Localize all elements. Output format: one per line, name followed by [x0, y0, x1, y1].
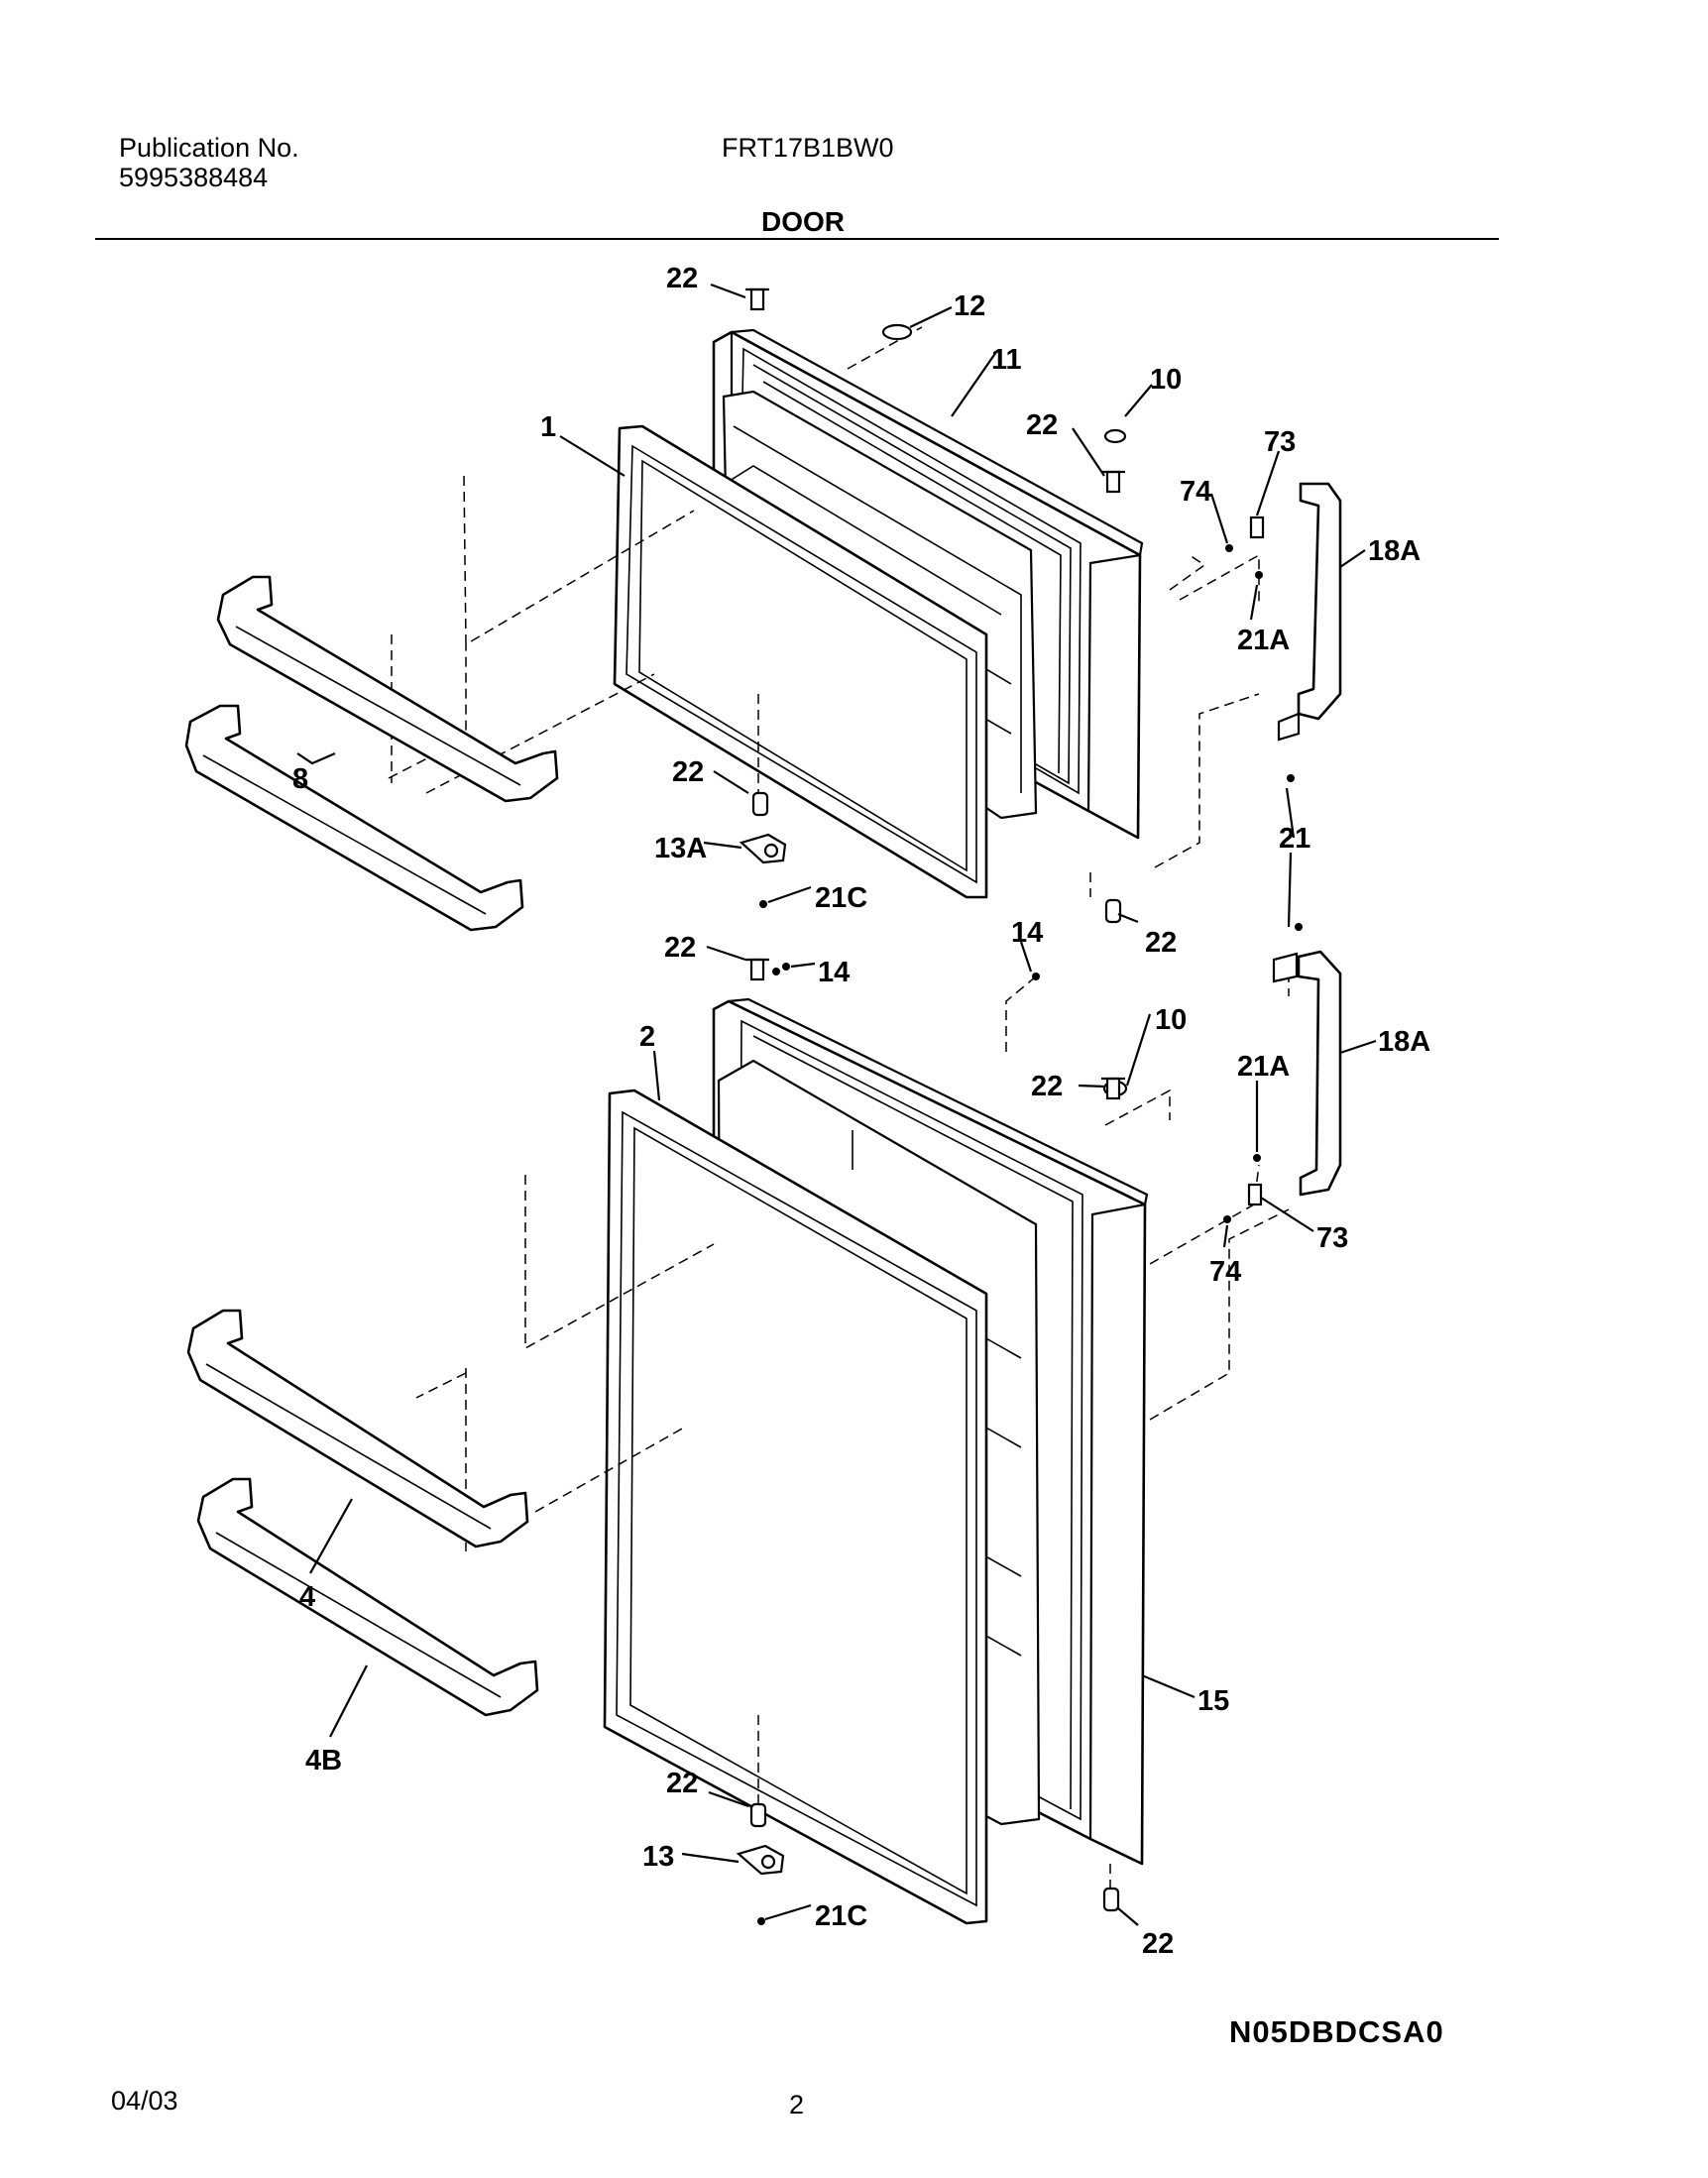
callout-21c-top: 21C	[815, 882, 867, 914]
screw-22-top-b	[745, 958, 769, 981]
callout-21a-top: 21A	[1237, 625, 1290, 656]
freezer-gasket	[613, 424, 988, 899]
publication-label: Publication No.	[119, 133, 299, 163]
screw-21-b	[1295, 923, 1303, 931]
screw-21c-bottom	[757, 1917, 765, 1925]
leader-shelf-4d	[415, 1372, 467, 1399]
fresh-food-gasket	[603, 1089, 988, 1925]
leader-21	[1154, 693, 1260, 868]
callout-21: 21	[1279, 823, 1310, 855]
leader-shelf-4c	[534, 1427, 685, 1513]
leader-73-bottom	[1149, 1208, 1290, 1421]
leader-10	[1104, 1089, 1171, 1126]
leader-73	[1169, 554, 1206, 591]
screw-22-hinge-bottom	[749, 1802, 767, 1828]
freezer-door-shelf-upper	[216, 575, 559, 803]
screw-22-top	[745, 287, 769, 311]
callout-22-top: 22	[666, 263, 698, 294]
leader-21a-bottom	[1149, 1164, 1260, 1265]
leader-14	[1005, 975, 1037, 1056]
screw-14-b	[782, 963, 790, 971]
handle-18a-top	[1277, 482, 1342, 742]
freezer-door-shelf-lower	[184, 704, 524, 932]
callout-2: 2	[639, 1021, 655, 1053]
hinge-13	[736, 1844, 785, 1876]
callout-22-bottom-b: 22	[1142, 1928, 1174, 1960]
door-shelf-4b	[196, 1477, 539, 1717]
callout-22-bottom-top: 22	[1145, 927, 1177, 959]
callout-15: 15	[1197, 1685, 1229, 1717]
callout-18a-bottom: 18A	[1378, 1026, 1430, 1058]
plug-10-top	[1103, 428, 1127, 444]
callout-22-hinge-bottom: 22	[666, 1768, 698, 1799]
callout-12: 12	[954, 290, 985, 322]
screw-21a-bottom	[1253, 1154, 1261, 1162]
clip-73-top	[1249, 516, 1265, 539]
callout-1: 1	[540, 411, 556, 443]
callout-14-b: 14	[818, 957, 850, 988]
publication-date: 04/03	[111, 2086, 178, 2116]
callout-13: 13	[642, 1841, 674, 1873]
callout-14-a: 14	[1011, 917, 1043, 949]
screw-14-a	[772, 968, 780, 975]
screw-21c-top	[759, 900, 767, 908]
screw-21-a	[1287, 774, 1295, 782]
screw-22-bottom-top-door	[1104, 898, 1122, 924]
callout-4: 4	[299, 1581, 315, 1613]
callout-73-top: 73	[1264, 426, 1296, 458]
plug-12	[881, 323, 913, 341]
header-rule	[95, 238, 1499, 240]
section-title: DOOR	[761, 206, 845, 237]
leader-shelf-c	[425, 673, 655, 794]
callout-22-mid-b: 22	[1031, 1071, 1063, 1102]
callout-74-top: 74	[1180, 476, 1211, 508]
screw-74-top	[1225, 544, 1233, 552]
callout-18a-top: 18A	[1368, 535, 1421, 567]
callout-10-top: 10	[1150, 364, 1182, 396]
model-number: FRT17B1BW0	[722, 133, 894, 163]
screw-74-bottom	[1223, 1215, 1231, 1223]
callout-22-hinge-top: 22	[672, 756, 704, 788]
callout-13a: 13A	[654, 833, 707, 864]
screw-22-mid-b	[1101, 1077, 1125, 1100]
screw-22-hinge-top	[751, 791, 769, 817]
callout-21a-bottom: 21A	[1237, 1051, 1290, 1083]
publication-number: 5995388484	[119, 163, 269, 192]
callout-73-bottom: 73	[1316, 1222, 1348, 1254]
screw-22-mid	[1101, 470, 1125, 494]
callout-8: 8	[292, 763, 308, 795]
diagram-code: N05DBDCSA0	[1229, 2014, 1444, 2049]
callout-11: 11	[991, 344, 1022, 376]
page-number: 2	[789, 2090, 805, 2120]
handle-18a-bottom	[1272, 950, 1342, 1197]
screw-22-bottom-b	[1102, 1887, 1120, 1912]
callout-10-bottom: 10	[1155, 1004, 1187, 1036]
callout-22-mid: 22	[1026, 409, 1058, 441]
leader-shelf-a	[463, 475, 695, 646]
screw-14-c	[1032, 973, 1040, 980]
callout-22-top-b: 22	[664, 932, 696, 964]
hinge-13a	[739, 833, 787, 864]
door-shelf-4	[186, 1309, 529, 1548]
screw-21a-top	[1255, 571, 1263, 579]
callout-4b: 4B	[305, 1745, 342, 1777]
callout-74-bottom: 74	[1209, 1256, 1241, 1288]
leader-21a	[1179, 553, 1260, 605]
clip-73-bottom	[1247, 1183, 1263, 1206]
callout-leaders	[296, 283, 1377, 1926]
callout-21c-bottom: 21C	[815, 1900, 867, 1932]
